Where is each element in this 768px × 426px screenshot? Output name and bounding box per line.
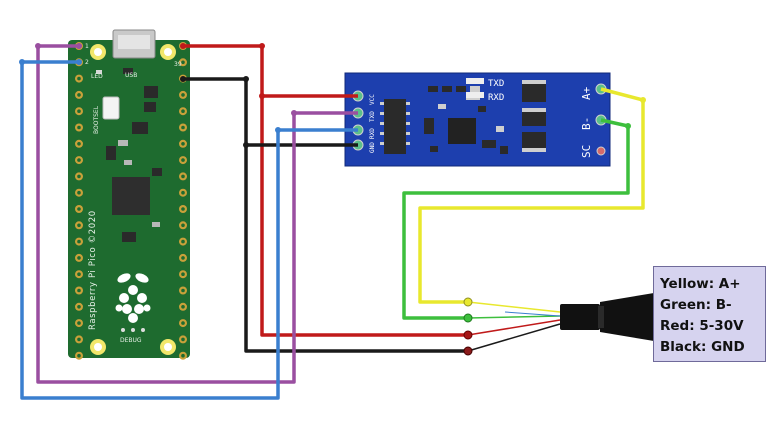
pin-rxd-label: RXD: [369, 128, 376, 139]
cable-node-yellow: [463, 297, 473, 307]
transceiver-chip: [448, 118, 476, 144]
pico-pins-right: [179, 42, 187, 360]
terminal-sc: [596, 146, 606, 156]
rxd-label: RXD: [488, 93, 504, 103]
sc-label: SC: [580, 145, 593, 158]
cable-node-red: [463, 330, 473, 340]
header-pin-hole: [77, 174, 81, 179]
rs485-module: VCC TXD RXD GND TXD RXD A+ B- S: [344, 72, 611, 167]
rp2040-chip: [112, 177, 150, 215]
usb-label: USB: [125, 72, 137, 79]
raspberry-logo: [115, 273, 151, 323]
pico-board: USB LED 1 2 39 BOOTSEL Raspberry Pi Pico…: [68, 29, 190, 360]
header-pin-hole: [181, 207, 185, 211]
wire-red-power: [260, 96, 468, 337]
header-pin-hole: [77, 353, 81, 358]
wire-red-vcc: [183, 44, 358, 98]
pin-vcc-label: VCC: [369, 94, 376, 105]
lead-green: [467, 315, 561, 319]
header-pin-hole: [181, 272, 185, 277]
header-pin-hole: [77, 76, 81, 81]
cable-node-green: [463, 313, 473, 323]
lead-black: [467, 323, 561, 352]
header-pin-hole: [181, 60, 185, 65]
header-pin-hole: [77, 142, 81, 146]
wire-blue: [20, 60, 358, 400]
header-pin-hole: [77, 305, 81, 309]
header-pin-hole: [181, 353, 185, 358]
header-pin-hole: [77, 93, 81, 97]
legend-red: Red: 5-30V: [660, 318, 744, 334]
legend-yellow: Yellow: A+: [660, 276, 741, 292]
pin1-label: 1: [85, 43, 89, 50]
header-pin-hole: [181, 174, 185, 179]
pico-name-label: Raspberry Pi Pico ©2020: [88, 210, 98, 330]
header-pin-hole: [181, 142, 185, 146]
wire-purple: [36, 44, 358, 384]
lead-red: [467, 319, 561, 336]
header-pin-hole: [77, 109, 81, 113]
header-pin-hole: [77, 272, 81, 277]
wire-green: [402, 118, 630, 320]
sensor-cable: [560, 292, 660, 342]
header-pin-hole: [77, 223, 81, 228]
pin-gnd-label: GND: [369, 142, 376, 153]
pin-txd-label: TXD: [369, 111, 376, 122]
wire-color-legend: Yellow: A+ Green: B- Red: 5-30V Black: G…: [653, 266, 766, 362]
header-pin-hole: [77, 288, 81, 293]
wire-black-ground: [244, 145, 468, 353]
header-pin-hole: [77, 125, 81, 130]
header-pin-hole: [77, 321, 81, 325]
debug-label: DEBUG: [120, 337, 142, 344]
header-pin-hole: [77, 207, 81, 211]
header-pin-hole: [77, 239, 81, 244]
header-pin-hole: [77, 190, 81, 195]
header-pin-hole: [181, 190, 185, 195]
pin39-label: 39: [174, 61, 182, 68]
b-minus-label: B-: [580, 117, 593, 130]
cable-node-black: [463, 346, 473, 356]
bootsel-button: [102, 96, 120, 120]
pin2-label: 2: [85, 59, 89, 66]
header-pin-hole: [77, 337, 81, 342]
header-pin-hole: [181, 158, 185, 162]
header-pin-hole: [181, 337, 185, 342]
header-pin-hole: [181, 239, 185, 244]
header-pin-hole: [181, 93, 185, 97]
header-pin-hole: [181, 256, 185, 260]
wire-yellow: [418, 87, 645, 304]
bootsel-label: BOOTSEL: [93, 105, 100, 134]
header-pin-hole: [181, 321, 185, 325]
a-plus-label: A+: [580, 86, 593, 100]
header-pin-hole: [181, 109, 185, 113]
header-pin-hole: [181, 223, 185, 228]
wires: [20, 44, 645, 400]
lead-yellow: [467, 301, 561, 313]
header-pin-hole: [181, 305, 185, 309]
wire-black-gnd: [183, 77, 358, 147]
header-pin-hole: [181, 288, 185, 293]
legend-green: Green: B-: [660, 297, 732, 313]
led-chip: [96, 70, 102, 74]
legend-black: Black: GND: [660, 339, 745, 355]
header-pin-hole: [181, 125, 185, 130]
header-pin-hole: [77, 256, 81, 260]
header-pin-hole: [77, 158, 81, 162]
wire-nodes: [19, 43, 646, 356]
dip-ic: [384, 99, 406, 154]
txd-label: TXD: [488, 79, 504, 89]
led-label: LED: [91, 73, 103, 80]
